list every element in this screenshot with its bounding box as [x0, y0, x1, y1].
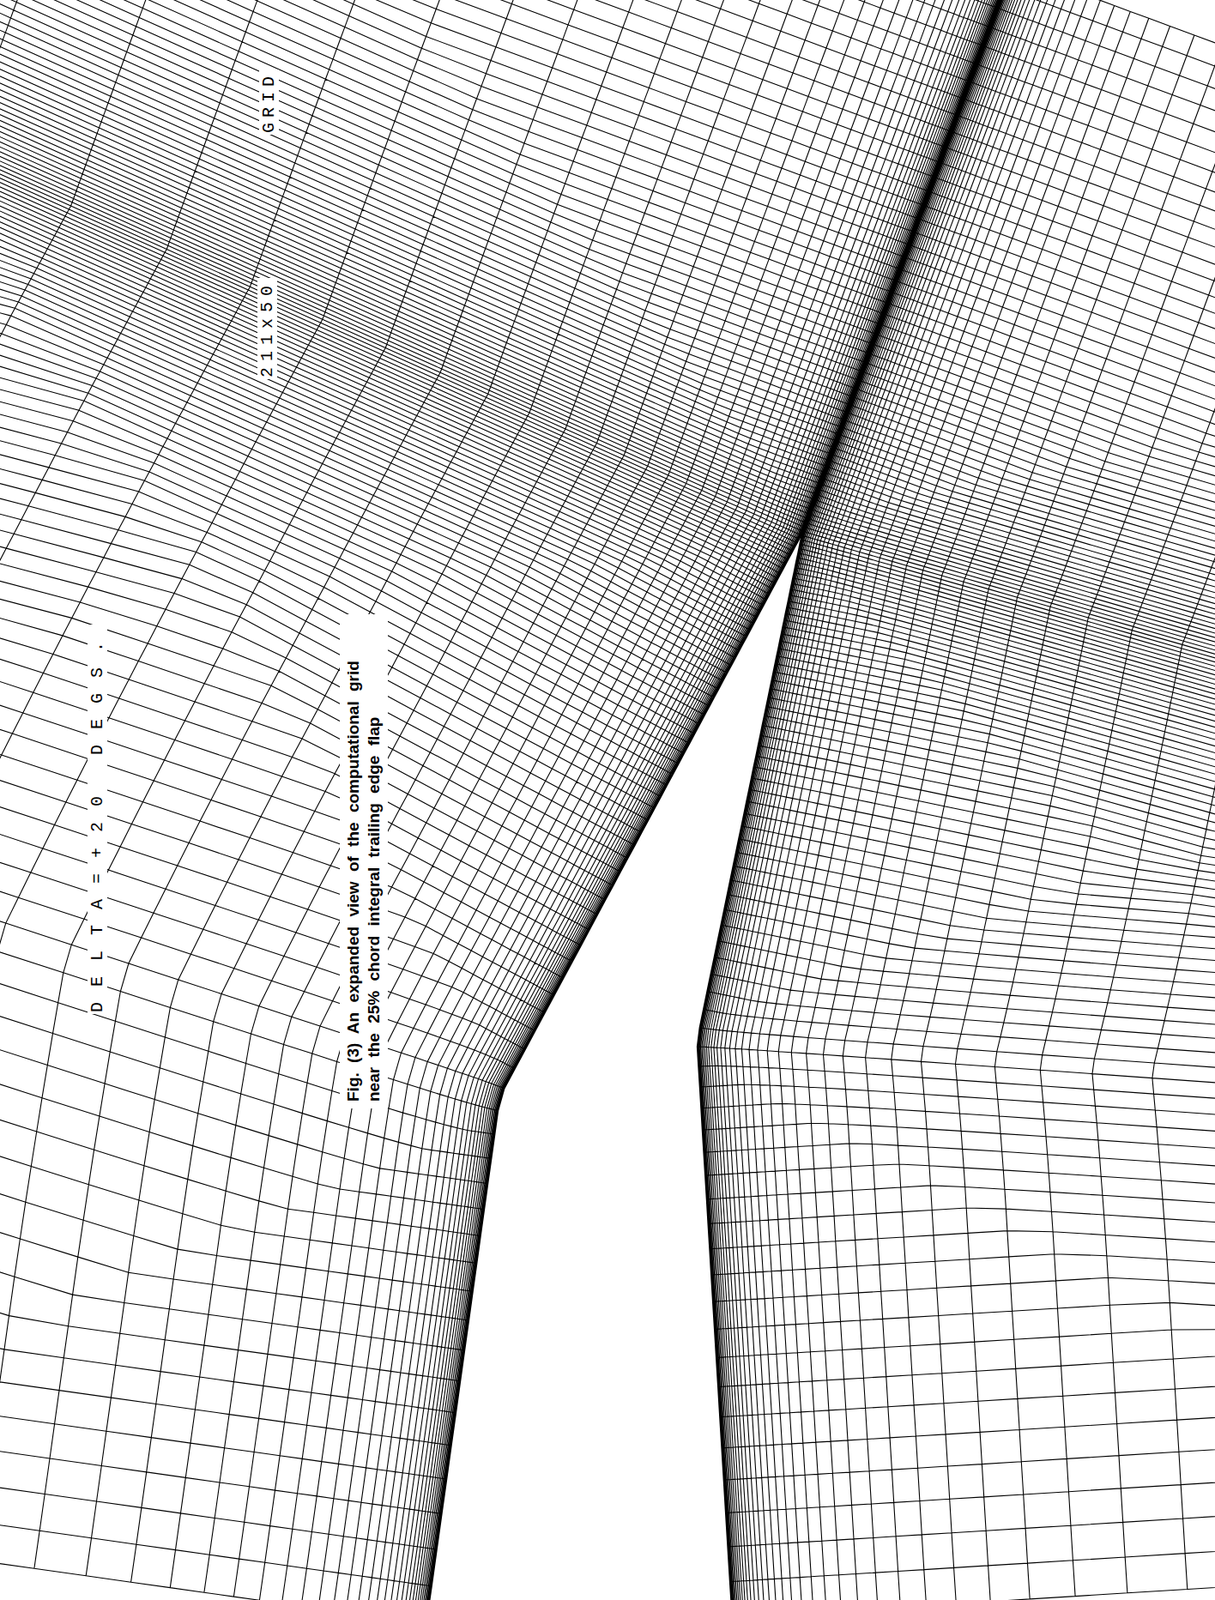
figure-caption: Fig. (3) An expanded view of the computa… — [339, 614, 388, 1109]
grid-lines — [696, 0, 1215, 1600]
grid-size-label: 211x50 — [257, 278, 278, 380]
flap-deflection-label: DELTA=+20 DEGS. — [87, 624, 108, 1015]
grid-title-label: GRID — [259, 69, 279, 135]
